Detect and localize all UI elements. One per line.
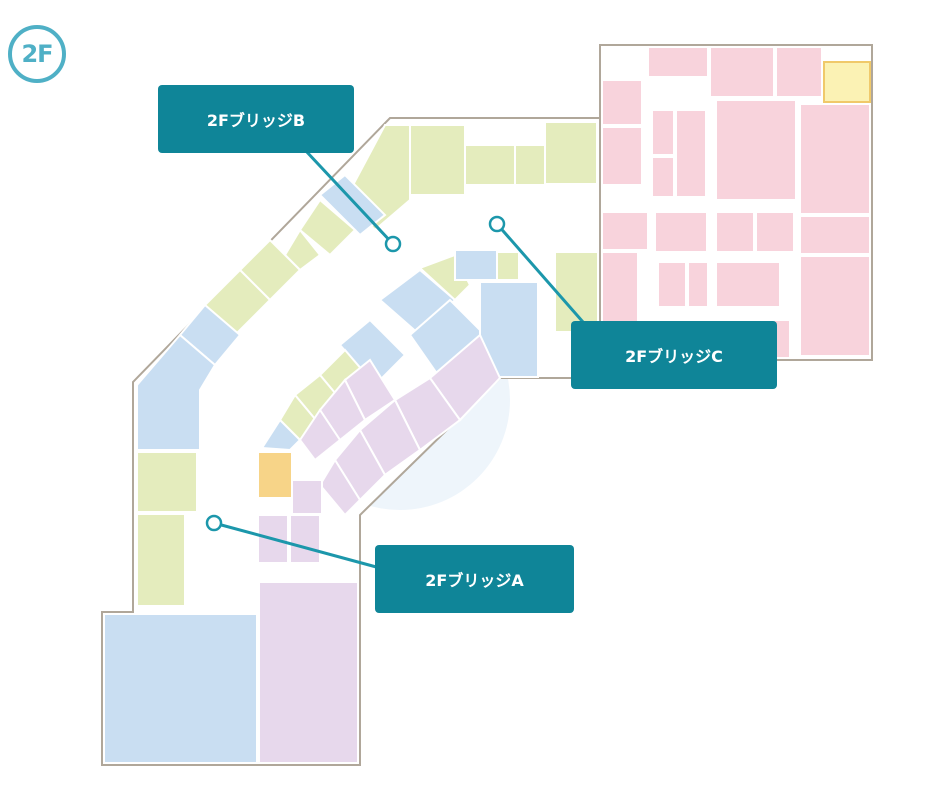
- store: [298, 408, 342, 462]
- store: [554, 251, 599, 333]
- store: [289, 514, 321, 564]
- store: [654, 211, 708, 253]
- bridge-b-callout[interactable]: 2FブリッジB: [158, 85, 354, 153]
- store: [601, 251, 639, 328]
- store: [675, 109, 707, 198]
- store: [298, 198, 357, 257]
- bridge-b-label: 2FブリッジB: [206, 111, 306, 130]
- store: [601, 126, 643, 186]
- store: [544, 121, 598, 185]
- store: [709, 46, 775, 98]
- store: [258, 581, 359, 764]
- store: [715, 211, 755, 253]
- store: [103, 613, 258, 764]
- store: [601, 79, 643, 126]
- bridge-c-label: 2FブリッジC: [625, 347, 723, 366]
- store: [514, 144, 546, 186]
- bridge-a-callout[interactable]: 2FブリッジA: [375, 545, 574, 613]
- store: [464, 144, 516, 186]
- bridge-c-marker[interactable]: [488, 215, 506, 233]
- store: [454, 249, 498, 281]
- bridge-b-marker[interactable]: [384, 235, 402, 253]
- store: [409, 124, 466, 196]
- store: [799, 255, 871, 357]
- store: [496, 251, 520, 281]
- bridge-a-label: 2FブリッジA: [425, 571, 524, 590]
- store: [799, 215, 871, 255]
- store: [799, 103, 871, 215]
- store: [651, 109, 675, 156]
- store: [136, 451, 198, 513]
- store: [136, 333, 217, 451]
- bridge-a-marker[interactable]: [205, 514, 223, 532]
- store: [715, 99, 797, 201]
- store: [291, 479, 323, 515]
- store: [715, 261, 781, 308]
- floor-label: 2F: [21, 40, 53, 68]
- store: [755, 211, 795, 253]
- store: [601, 211, 649, 251]
- bridge-c-callout[interactable]: 2FブリッジC: [571, 321, 777, 389]
- store: [823, 61, 871, 103]
- leader-line-c: [495, 223, 592, 331]
- leader-line-b: [303, 148, 395, 246]
- store: [651, 156, 675, 198]
- leader-line-a: [213, 521, 381, 570]
- store: [657, 261, 687, 308]
- store: [318, 458, 362, 517]
- floor-badge: 2F: [8, 25, 66, 83]
- store: [257, 451, 293, 499]
- store: [687, 261, 709, 308]
- store: [775, 46, 823, 98]
- store: [647, 46, 709, 78]
- store: [136, 513, 186, 607]
